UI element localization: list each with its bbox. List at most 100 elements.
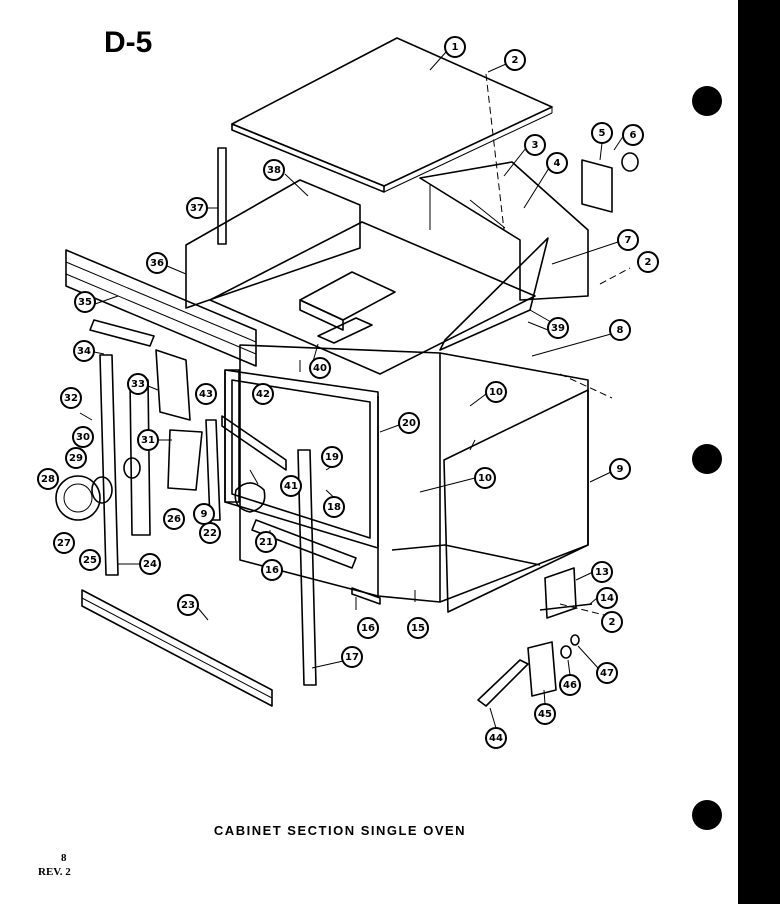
- callout-number: 3: [532, 140, 539, 151]
- callout-25: 25: [79, 549, 101, 571]
- callout-number: 25: [83, 555, 97, 566]
- callout-36: 36: [146, 252, 168, 274]
- callout-43: 43: [195, 383, 217, 405]
- callout-19: 19: [321, 446, 343, 468]
- callout-16: 16: [357, 617, 379, 639]
- callout-14: 14: [596, 587, 618, 609]
- callout-number: 34: [77, 346, 91, 357]
- callout-number: 38: [267, 165, 281, 176]
- callout-number: 16: [361, 623, 375, 634]
- callout-number: 40: [313, 363, 327, 374]
- callout-20: 20: [398, 412, 420, 434]
- callout-5: 5: [591, 122, 613, 144]
- callout-39: 39: [547, 317, 569, 339]
- callout-31: 31: [137, 429, 159, 451]
- callout-number: 32: [64, 393, 78, 404]
- callout-number: 1: [452, 42, 459, 53]
- callout-30: 30: [72, 426, 94, 448]
- callout-45: 45: [534, 703, 556, 725]
- callout-number: 16: [265, 565, 279, 576]
- callout-2: 2: [504, 49, 526, 71]
- callout-26: 26: [163, 508, 185, 530]
- revision-label: REV. 2: [38, 866, 71, 878]
- callout-9: 9: [193, 503, 215, 525]
- callout-number: 45: [538, 709, 552, 720]
- callout-29: 29: [65, 447, 87, 469]
- callout-number: 4: [554, 158, 561, 169]
- callout-number: 18: [327, 502, 341, 513]
- callout-47: 47: [596, 662, 618, 684]
- callout-24: 24: [139, 553, 161, 575]
- callout-number: 47: [600, 668, 614, 679]
- callout-number: 33: [131, 379, 145, 390]
- page-title: D-5: [104, 26, 153, 59]
- callout-22: 22: [199, 522, 221, 544]
- callout-number: 39: [551, 323, 565, 334]
- callout-21: 21: [255, 531, 277, 553]
- left-side-parts: [55, 147, 227, 576]
- callout-number: 6: [630, 130, 637, 141]
- callout-number: 37: [190, 203, 204, 214]
- callout-number: 14: [600, 593, 614, 604]
- diagram-caption: CABINET SECTION SINGLE OVEN: [213, 823, 467, 838]
- page-edge-bar: [738, 0, 780, 904]
- callout-number: 35: [78, 297, 92, 308]
- punch-hole: [692, 444, 722, 474]
- callout-18: 18: [323, 496, 345, 518]
- top-panel: [231, 37, 553, 193]
- inner-front-parts: [81, 415, 357, 707]
- oven-front-frame: [224, 369, 379, 549]
- callout-46: 46: [559, 674, 581, 696]
- callout-8: 8: [609, 319, 631, 341]
- callout-10: 10: [485, 381, 507, 403]
- callout-number: 31: [141, 435, 155, 446]
- callout-number: 20: [402, 418, 416, 429]
- callout-23: 23: [177, 594, 199, 616]
- callout-number: 9: [617, 464, 624, 475]
- callout-33: 33: [127, 373, 149, 395]
- callout-37: 37: [186, 197, 208, 219]
- callout-44: 44: [485, 727, 507, 749]
- callout-9: 9: [609, 458, 631, 480]
- callout-number: 23: [181, 600, 195, 611]
- callout-number: 44: [489, 733, 503, 744]
- callout-27: 27: [53, 532, 75, 554]
- callout-number: 41: [284, 481, 298, 492]
- callout-number: 9: [201, 509, 208, 520]
- callout-number: 42: [256, 389, 270, 400]
- callout-42: 42: [252, 383, 274, 405]
- callout-16: 16: [261, 559, 283, 581]
- callout-7: 7: [617, 229, 639, 251]
- punch-hole: [692, 800, 722, 830]
- callout-1: 1: [444, 36, 466, 58]
- callout-6: 6: [622, 124, 644, 146]
- callout-number: 8: [617, 325, 624, 336]
- callout-number: 46: [563, 680, 577, 691]
- callout-13: 13: [591, 561, 613, 583]
- callout-17: 17: [341, 646, 363, 668]
- punch-hole: [692, 86, 722, 116]
- callout-number: 2: [645, 257, 652, 268]
- page-number: 8: [61, 852, 67, 864]
- callout-number: 28: [41, 474, 55, 485]
- callout-15: 15: [407, 617, 429, 639]
- callout-28: 28: [37, 468, 59, 490]
- callout-number: 7: [625, 235, 632, 246]
- callout-38: 38: [263, 159, 285, 181]
- callout-number: 5: [599, 128, 606, 139]
- front-top-rail: [65, 249, 257, 367]
- callout-34: 34: [73, 340, 95, 362]
- callout-number: 2: [609, 617, 616, 628]
- assembly-guide-lines: [485, 73, 631, 617]
- callout-35: 35: [74, 291, 96, 313]
- callout-32: 32: [60, 387, 82, 409]
- callout-number: 19: [325, 452, 339, 463]
- callout-2: 2: [601, 611, 623, 633]
- callout-10: 10: [474, 467, 496, 489]
- callout-number: 10: [489, 387, 503, 398]
- callout-number: 26: [167, 514, 181, 525]
- callout-number: 15: [411, 623, 425, 634]
- callout-number: 27: [57, 538, 71, 549]
- callout-number: 29: [69, 453, 83, 464]
